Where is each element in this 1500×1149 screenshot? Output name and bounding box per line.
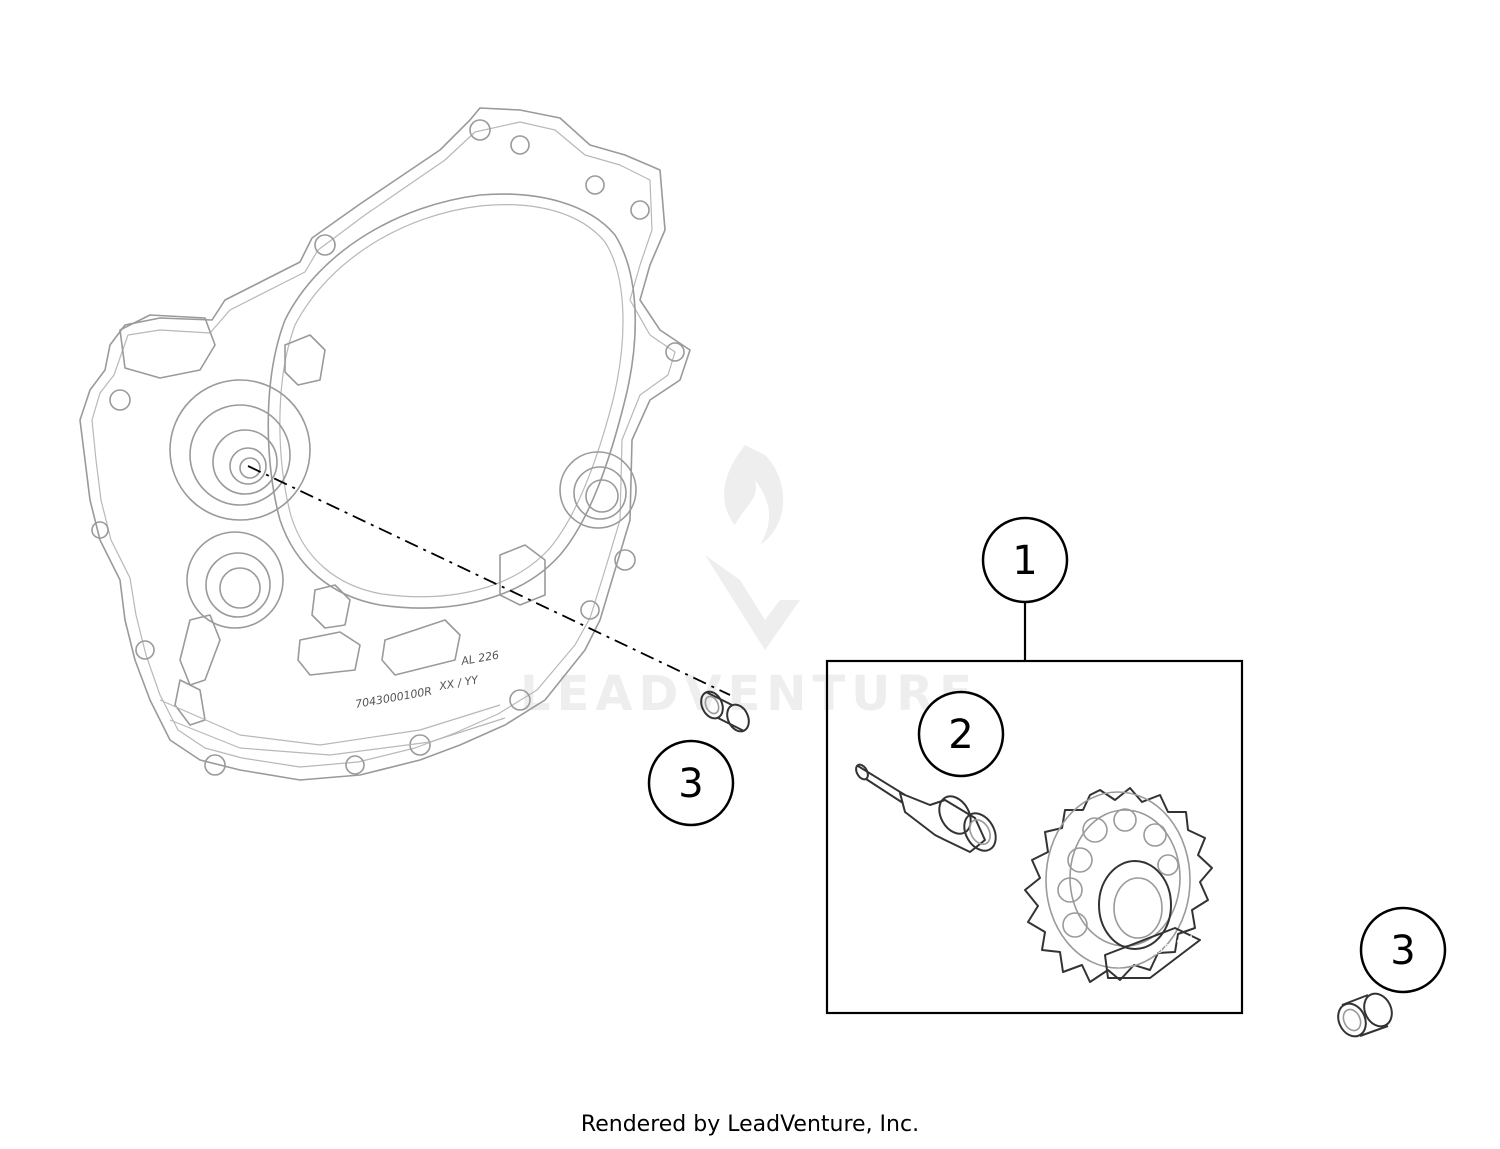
callout-2-label: 2	[948, 712, 973, 758]
callout-3-left: 3	[647, 739, 735, 827]
bushing-right	[1337, 992, 1393, 1038]
cover-part-number: 7043000100R	[354, 685, 433, 711]
clutch-cover: 7043000100R XX / YY AL 226	[79, 107, 691, 781]
footer-credit: Rendered by LeadVenture, Inc.	[580, 1112, 920, 1137]
bushing-left	[700, 690, 750, 733]
cover-date-code: XX / YY	[437, 673, 480, 693]
callout-3-left-label: 3	[678, 761, 703, 807]
callout-1: 1	[981, 516, 1069, 604]
callout-2: 2	[917, 690, 1005, 778]
gear-marking: 792.01.0.05.00 KTM	[1116, 934, 1195, 970]
gear-part: 792.01.0.05.00 KTM	[1024, 787, 1213, 983]
cover-alloy: AL 226	[459, 649, 500, 669]
assembly-line	[247, 465, 731, 696]
watermark-text: LEADVENTURE	[520, 666, 978, 722]
shaft-part	[855, 763, 997, 853]
assembly-box	[825, 659, 1244, 1015]
callout-1-label: 1	[1012, 538, 1037, 584]
callout-3-right-label: 3	[1390, 928, 1415, 974]
callout-3-right: 3	[1359, 906, 1447, 994]
